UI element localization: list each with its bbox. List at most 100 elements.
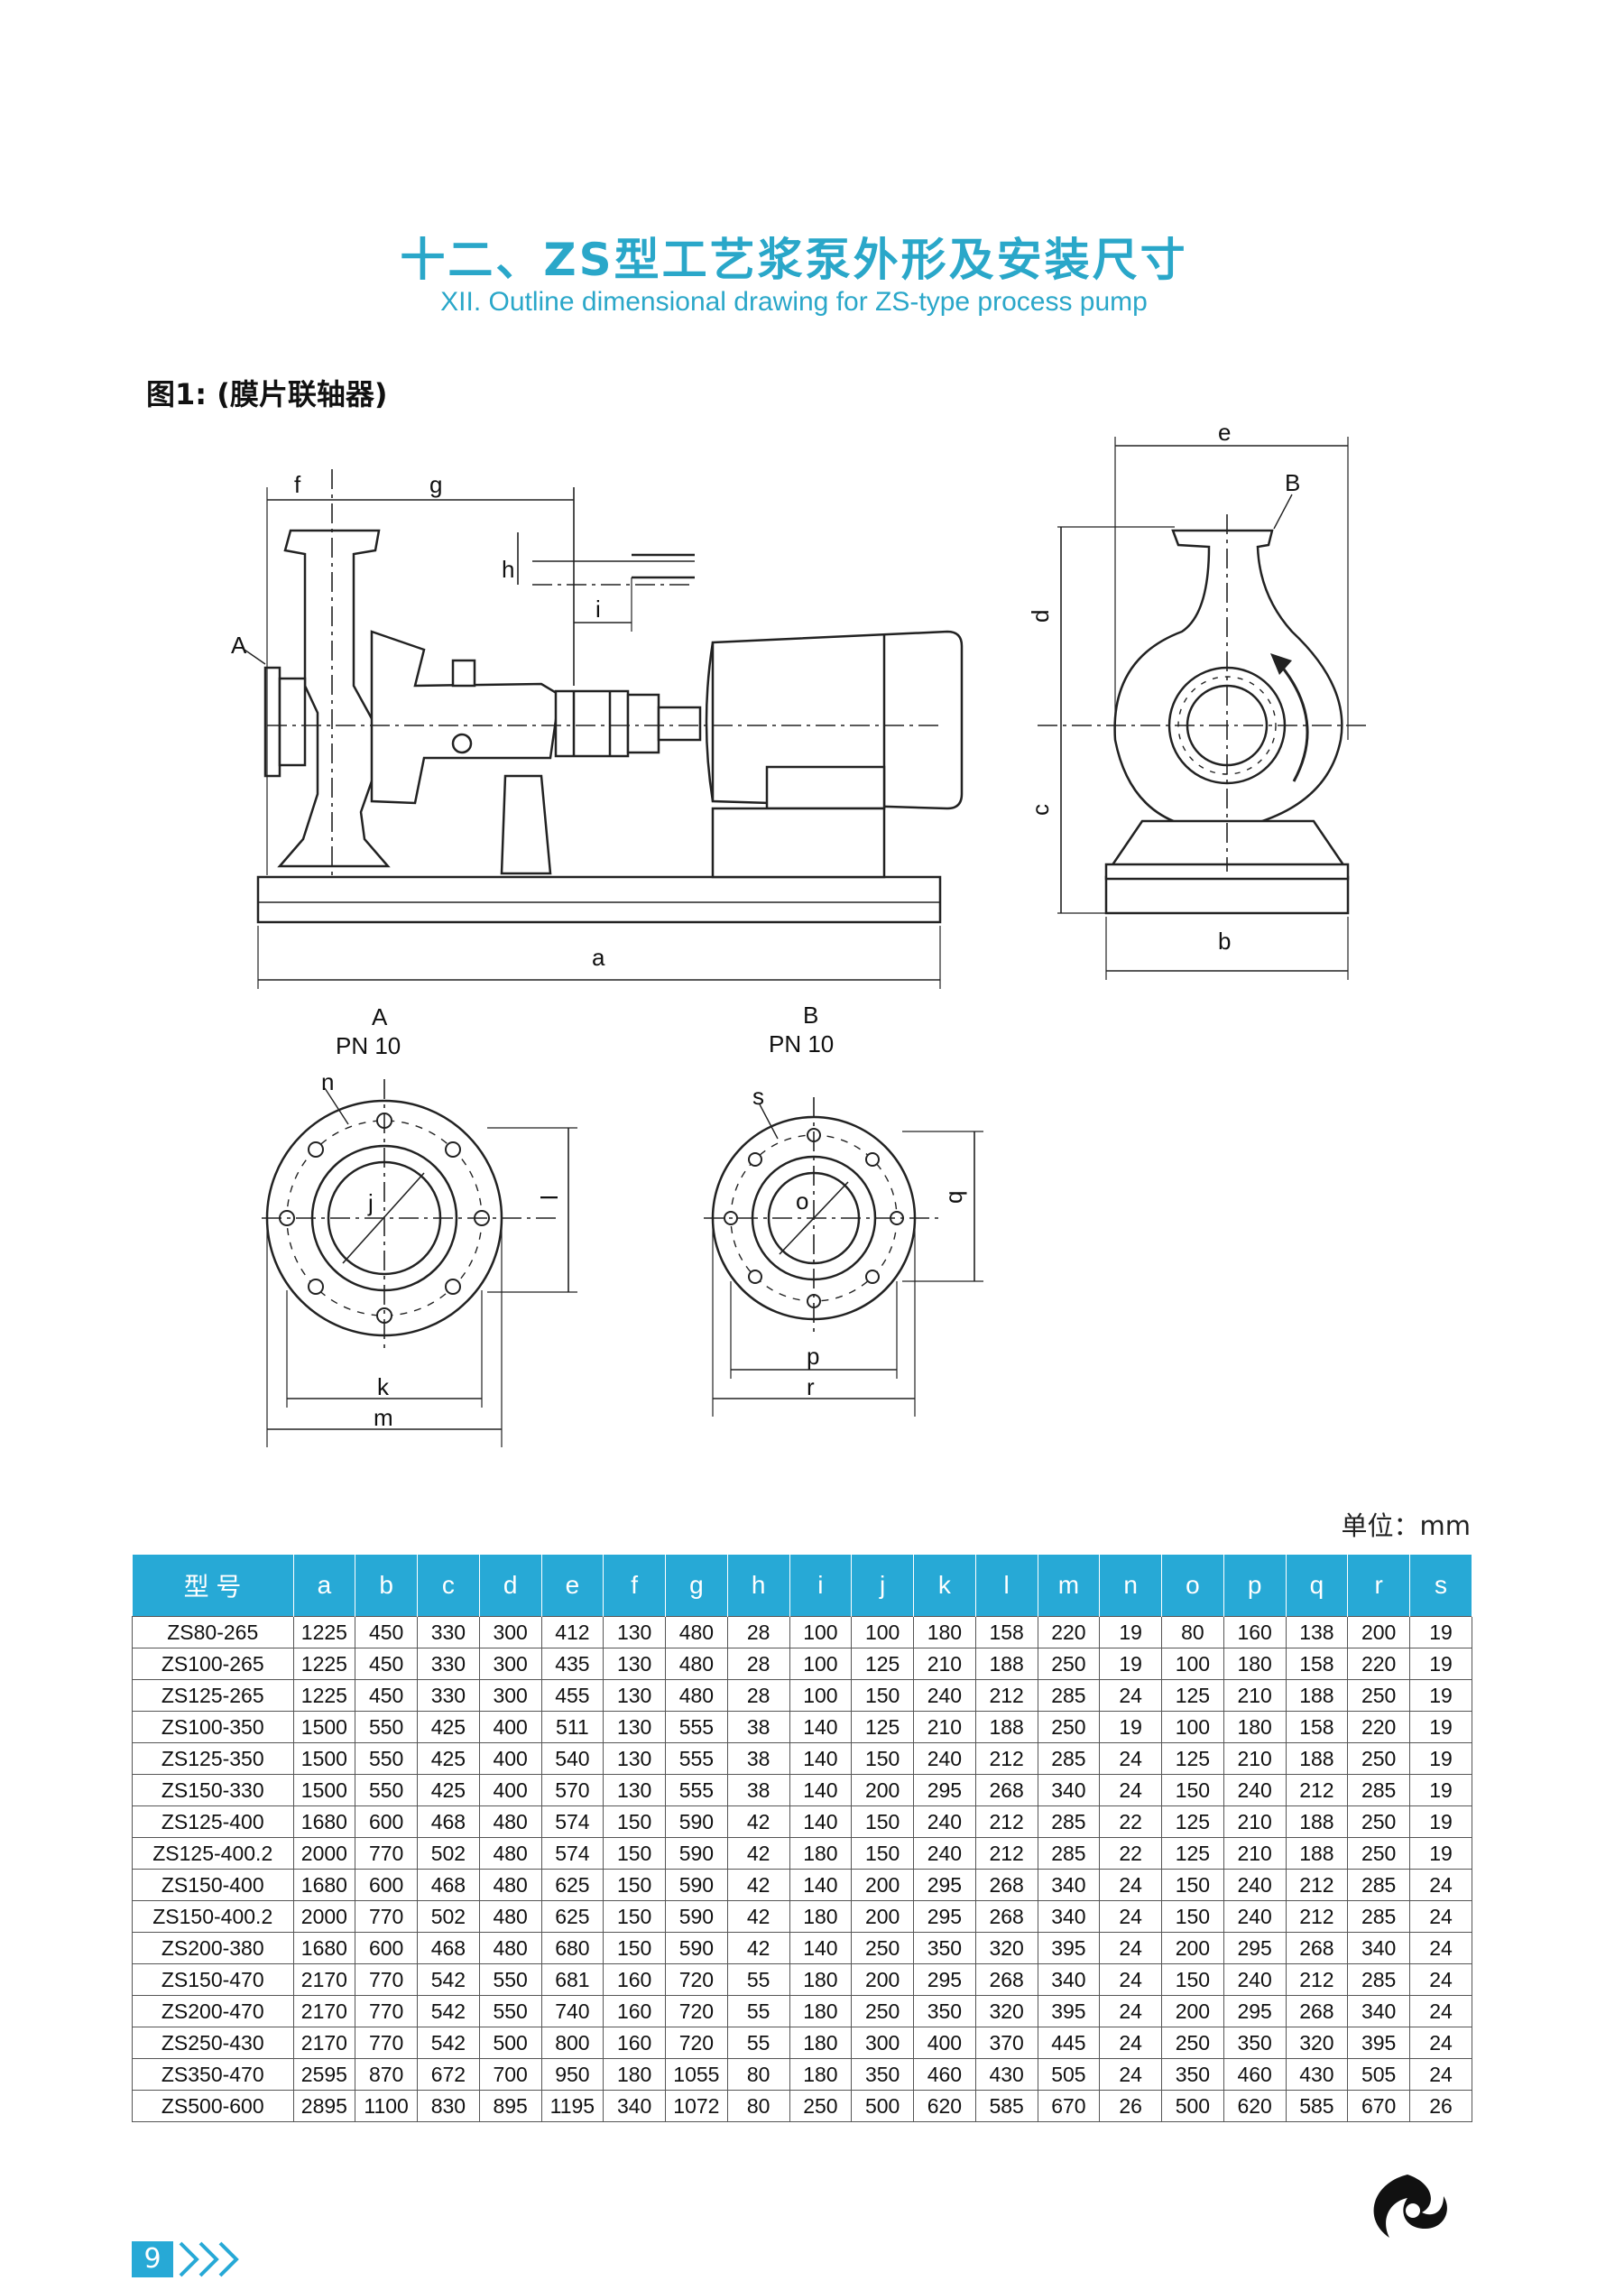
value-cell: 24	[1099, 1900, 1162, 1933]
value-cell: 400	[913, 2027, 976, 2059]
value-cell: 268	[974, 1963, 1038, 1996]
value-cell: 19	[1409, 1805, 1472, 1838]
value-cell: 502	[417, 1900, 480, 1933]
value-cell: 250	[1347, 1837, 1410, 1870]
value-cell: 570	[540, 1774, 604, 1806]
value-cell: 1500	[292, 1774, 356, 1806]
value-cell: 125	[851, 1711, 914, 1743]
model-cell: ZS100-265	[132, 1648, 294, 1680]
dim-label-e: e	[1218, 419, 1231, 446]
value-cell: 590	[665, 1837, 728, 1870]
value-cell: 150	[851, 1679, 914, 1712]
value-cell: 400	[478, 1742, 542, 1775]
flange-A-title: A	[372, 1003, 388, 1030]
value-cell: 212	[974, 1742, 1038, 1775]
value-cell: 500	[478, 2027, 542, 2059]
value-cell: 19	[1099, 1711, 1162, 1743]
dim-label-a: a	[592, 944, 605, 971]
value-cell: 200	[851, 1774, 914, 1806]
value-cell: 480	[478, 1837, 542, 1870]
dim-label-j: j	[367, 1189, 374, 1216]
value-cell: 140	[789, 1869, 853, 1901]
dim-label-g: g	[429, 471, 442, 498]
value-cell: 150	[603, 1805, 666, 1838]
value-cell: 55	[726, 1995, 790, 2027]
value-cell: 590	[665, 1869, 728, 1901]
value-cell: 240	[1223, 1869, 1287, 1901]
value-cell: 250	[1347, 1679, 1410, 1712]
model-cell: ZS350-470	[132, 2058, 294, 2091]
value-cell: 300	[478, 1648, 542, 1680]
header-h: h	[727, 1555, 790, 1617]
value-cell: 295	[1223, 1995, 1287, 2027]
header-model: 型 号	[132, 1555, 294, 1617]
value-cell: 212	[974, 1837, 1038, 1870]
end-base	[1104, 875, 1350, 915]
value-cell: 180	[1223, 1711, 1287, 1743]
value-cell: 1500	[292, 1742, 356, 1775]
value-cell: 720	[665, 1995, 728, 2027]
value-cell: 1225	[292, 1616, 356, 1648]
label-A: A	[231, 632, 247, 659]
value-cell: 620	[1223, 2090, 1287, 2122]
value-cell: 24	[1099, 1995, 1162, 2027]
value-cell: 680	[540, 1932, 604, 1964]
value-cell: 430	[974, 2058, 1038, 2091]
dim-label-m: m	[374, 1404, 393, 1431]
value-cell: 720	[665, 2027, 728, 2059]
value-cell: 540	[540, 1742, 604, 1775]
value-cell: 130	[603, 1648, 666, 1680]
value-cell: 460	[913, 2058, 976, 2091]
value-cell: 830	[417, 2090, 480, 2122]
value-cell: 80	[726, 2058, 790, 2091]
dim-label-s: s	[752, 1083, 764, 1110]
header-g: g	[665, 1555, 728, 1617]
value-cell: 188	[1285, 1679, 1349, 1712]
value-cell: 445	[1037, 2027, 1101, 2059]
dim-label-d: d	[1027, 610, 1054, 623]
flange-A-pn: PN 10	[336, 1032, 401, 1059]
value-cell: 212	[974, 1805, 1038, 1838]
value-cell: 350	[1161, 2058, 1224, 2091]
value-cell: 19	[1409, 1679, 1472, 1712]
value-cell: 24	[1409, 1869, 1472, 1901]
value-cell: 100	[851, 1616, 914, 1648]
value-cell: 212	[1285, 1963, 1349, 1996]
value-cell: 24	[1099, 1774, 1162, 1806]
coupling	[554, 689, 630, 758]
value-cell: 505	[1037, 2058, 1101, 2091]
value-cell: 480	[665, 1679, 728, 1712]
value-cell: 480	[478, 1900, 542, 1933]
value-cell: 180	[789, 2058, 853, 2091]
value-cell: 138	[1285, 1616, 1349, 1648]
value-cell: 2170	[292, 1963, 356, 1996]
model-cell: ZS125-350	[132, 1742, 294, 1775]
value-cell: 150	[851, 1805, 914, 1838]
value-cell: 24	[1099, 1869, 1162, 1901]
value-cell: 555	[665, 1774, 728, 1806]
header-k: k	[913, 1555, 976, 1617]
value-cell: 24	[1409, 1963, 1472, 1996]
value-cell: 100	[789, 1616, 853, 1648]
value-cell: 285	[1347, 1774, 1410, 1806]
value-cell: 160	[603, 1963, 666, 1996]
value-cell: 240	[913, 1837, 976, 1870]
value-cell: 542	[417, 2027, 480, 2059]
value-cell: 210	[1223, 1837, 1287, 1870]
value-cell: 125	[1161, 1837, 1224, 1870]
value-cell: 340	[1037, 1963, 1101, 1996]
value-cell: 320	[974, 1932, 1038, 1964]
value-cell: 80	[1161, 1616, 1224, 1648]
header-o: o	[1161, 1555, 1224, 1617]
value-cell: 480	[665, 1616, 728, 1648]
value-cell: 500	[851, 2090, 914, 2122]
value-cell: 670	[1037, 2090, 1101, 2122]
value-cell: 2895	[292, 2090, 356, 2122]
value-cell: 140	[789, 1711, 853, 1743]
value-cell: 150	[603, 1869, 666, 1901]
model-cell: ZS125-265	[132, 1679, 294, 1712]
